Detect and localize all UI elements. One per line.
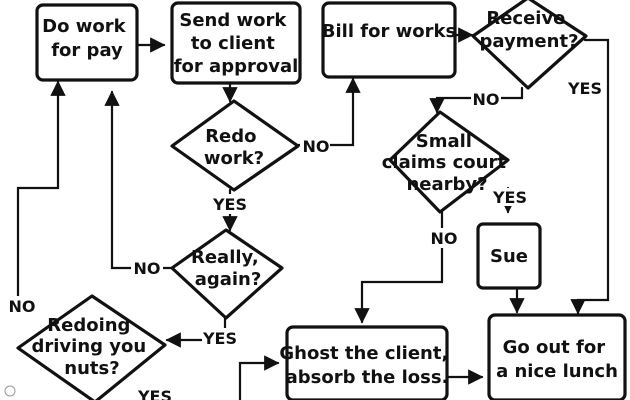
edge-nuts-dowork xyxy=(16,80,66,307)
node-small-claims: Small claims court nearby? xyxy=(382,110,513,214)
label-receive-yes: YES xyxy=(567,79,602,98)
node-small-claims-text: Small claims court nearby? xyxy=(382,131,513,195)
node-lunch: Go out for a nice lunch xyxy=(487,313,627,400)
node-receive-payment: Receive payment? xyxy=(471,0,588,90)
node-receive-payment-text: Receive payment? xyxy=(479,8,578,52)
node-redoing-nuts-text: Redoing driving you nuts? xyxy=(32,315,153,379)
edge-receive-lunch xyxy=(570,38,610,315)
edge-nuts-ghost xyxy=(238,355,280,400)
node-sue: Sue xyxy=(476,222,542,290)
label-redo-no: NO xyxy=(303,137,330,156)
node-redo-work-text: Redo work? xyxy=(204,126,264,169)
label-redo-yes: YES xyxy=(212,195,247,214)
label-claims-yes: YES xyxy=(492,188,527,207)
node-sue-text: Sue xyxy=(490,246,528,267)
label-really-yes: YES xyxy=(202,329,237,348)
node-lunch-text: Go out for a nice lunch xyxy=(496,337,618,382)
node-bill-text: Bill for works xyxy=(322,21,456,42)
node-send-work: Send work to client for approval xyxy=(170,1,302,85)
watermark-icon xyxy=(4,385,16,397)
label-nuts-yes: YES xyxy=(137,387,172,400)
node-really-again-text: Really, again? xyxy=(191,247,265,290)
node-really-again: Really, again? xyxy=(170,228,284,320)
node-redoing-nuts: Redoing driving you nuts? xyxy=(16,294,167,400)
node-do-work-text: Do work for pay xyxy=(42,16,132,61)
node-send-work-text: Send work to client for approval xyxy=(174,10,299,77)
edge-redo-bill xyxy=(296,77,361,147)
node-ghost-text: Ghost the client, absorb the loss. xyxy=(279,343,454,388)
label-receive-no: NO xyxy=(473,90,500,109)
node-bill: Bill for works xyxy=(321,1,457,79)
edge-labels: NO YES NO YES YES NO NO YES NO YES xyxy=(7,78,604,400)
node-do-work: Do work for pay xyxy=(35,3,139,82)
node-redo-work: Redo work? xyxy=(170,99,300,192)
node-ghost: Ghost the client, absorb the loss. xyxy=(279,325,454,400)
label-nuts-no: NO xyxy=(9,297,36,316)
label-really-no: NO xyxy=(134,259,161,278)
edge-really-dowork xyxy=(104,90,174,270)
label-claims-no: NO xyxy=(431,229,458,248)
